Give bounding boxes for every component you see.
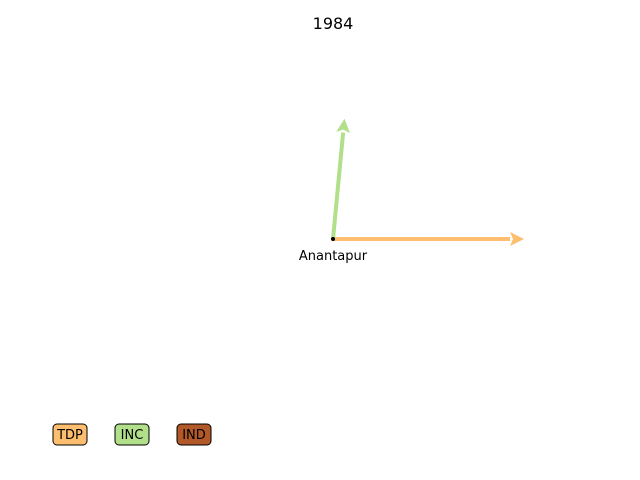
legend-swatch (52, 423, 88, 446)
legend-swatch (176, 423, 212, 446)
place-anantapur: Anantapur (299, 118, 524, 264)
legend-label: INC (121, 428, 144, 443)
chart-title: 1984 (313, 14, 354, 33)
legend-item-ind: IND (176, 423, 212, 446)
arrow-head-inc (336, 118, 351, 134)
arrow-shaft-inc (331, 132, 346, 240)
arrow-head-tdp (510, 232, 524, 246)
legend-label: TDP (56, 428, 83, 443)
legend-label: IND (182, 428, 206, 443)
legend: TDP INC IND (52, 423, 212, 446)
legend-item-tdp: TDP (52, 423, 88, 446)
legend-item-inc: INC (114, 423, 150, 446)
legend-swatch (114, 423, 150, 446)
place-label: Anantapur (299, 249, 368, 264)
arrows-layer: Anantapur (299, 118, 524, 264)
place-marker (331, 237, 335, 241)
